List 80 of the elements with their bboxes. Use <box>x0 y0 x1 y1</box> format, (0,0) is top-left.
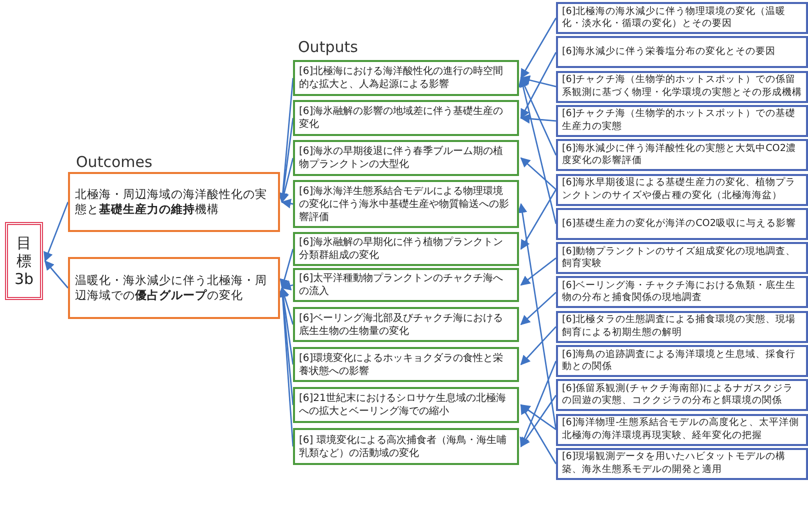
box-text: [6]ベーリング海北部及びチャクチ海における底生生物の生物量の変化 <box>299 312 504 338</box>
arrow <box>281 280 294 290</box>
box-text: [6]太平洋種動物プランクトンのチャクチ海への流入 <box>299 272 504 298</box>
box-text: [6]21世紀末におけるシロサケ生息域の北極海への拡大とベーリング海での縮小 <box>299 392 507 418</box>
arrow <box>518 77 557 224</box>
arrow <box>520 404 556 430</box>
activity-box <box>556 208 808 240</box>
arrow <box>281 198 294 208</box>
output-box <box>293 268 519 302</box>
arrow <box>279 158 294 203</box>
box-text: [6]海氷減少に伴う栄養塩分布の変化とその要因 <box>562 46 776 59</box>
activity-box <box>556 310 808 343</box>
box-text: [6]ベーリング海・チャクチ海における魚類・底生生物の分布と捕食関係の現地調査 <box>562 280 797 305</box>
column-heading: Outputs <box>298 38 358 56</box>
arrow <box>278 118 294 203</box>
box-text: [6] 環境変化による高次捕食者（海鳥・海生哺乳類など）の活動域の変化 <box>299 434 508 460</box>
arrow <box>44 202 69 262</box>
box-text: [6]北極タラの生態調査による捕食環境の実態、現場飼育による初期生態の解明 <box>562 314 797 340</box>
activity-box <box>556 242 808 274</box>
activity-box <box>556 139 808 172</box>
box-text: [6]海氷早期後退による基礎生産力の変化、植物プランクトンのサイズや優占種の変化（北極海海盆） <box>562 177 797 202</box>
activity-box <box>556 36 808 68</box>
activity-box <box>556 2 808 34</box>
box-text: 温暖化・海氷減少に伴う北極海・周辺海域での優占グループの変化 <box>75 273 268 303</box>
box-text: [6]現場観測データを用いたハビタットモデルの構築、海氷生態系モデルの開発と適用 <box>562 451 787 476</box>
activity-box <box>556 379 808 412</box>
arrow <box>520 75 556 88</box>
box-text: [6]海氷融解の早期化に伴う植物プランクトン分類群組成の変化 <box>299 236 504 262</box>
output-box <box>293 347 519 382</box>
arrow <box>520 394 557 448</box>
box-text: [6]海鳥の追跡調査による海洋環境と生息域、採食行動との関係 <box>562 348 797 374</box>
box-text: [6]動物プランクトンのサイズ組成変化の現地調査、飼育実験 <box>562 246 797 271</box>
box-text: [6]チャクチ海（生物学的ホットスポット）での係留系観測に基づく物理・化学環境の実態とその形成機構 <box>562 74 802 100</box>
activity-box <box>556 345 808 377</box>
arrow <box>518 203 557 430</box>
box-text: [6]海氷融解の影響の地域差に伴う基礎生産の変化 <box>299 105 504 131</box>
output-box <box>293 180 519 228</box>
arrow <box>520 360 557 448</box>
arrow <box>520 114 556 124</box>
column-heading: Outcomes <box>76 153 152 171</box>
arrow <box>520 258 556 286</box>
arrow <box>520 77 557 156</box>
activity-box <box>556 104 808 137</box>
box-text: [6]基礎生産力の変化が海洋のCO2吸収に与える影響 <box>562 218 796 230</box>
activity-box <box>556 448 808 480</box>
activity-box <box>556 414 808 446</box>
output-box <box>293 140 519 176</box>
goal-box <box>5 222 43 300</box>
activity-box <box>556 70 808 103</box>
box-text: [6]チャクチ海（生物学的ホットスポット）での基礎生産力の実態 <box>562 108 797 134</box>
box-text: [6]海洋物理-生態系結合モデルの高度化と、太平洋側北極海の海洋環境再現実験、経年変化の把握 <box>562 417 800 442</box>
box-text: [6]係留系観測(チャクチ海南部)によるナガスクジラの回遊の実態、コククジラの分布と餌環境の関係 <box>562 382 794 408</box>
arrow <box>520 326 557 366</box>
box-text: [6]海氷海洋生態系結合モデルによる物理環境の変化に伴う海氷中基礎生産や物質輸送への影響評価 <box>299 184 510 224</box>
activity-box <box>556 276 808 308</box>
arrow <box>520 52 557 119</box>
arrow <box>280 248 294 289</box>
arrow <box>44 260 69 288</box>
arrow <box>520 404 557 464</box>
output-box <box>293 428 519 465</box>
output-box <box>293 100 519 136</box>
box-text: [6]環境変化によるホッキョクダラの食性と栄養状態への影響 <box>299 352 504 378</box>
output-box <box>293 307 519 342</box>
outcome-box <box>68 257 280 319</box>
output-box <box>293 232 519 266</box>
box-text: 北極海・周辺海域の海洋酸性化の実態と基礎生産力の維持機構 <box>75 187 268 217</box>
outcome-box <box>68 172 280 232</box>
arrow <box>280 287 294 325</box>
box-text: [6]北極海の海氷減少に伴う物理環境の変化（温暖化・淡水化・循環の変化）とその要因 <box>562 6 787 30</box>
box-text: [6]北極海における海洋酸性化の進行の時空間的な拡大と、人為起源による影響 <box>299 65 504 91</box>
activity-box <box>556 174 808 206</box>
arrow <box>520 18 557 79</box>
output-box <box>293 387 519 423</box>
arrow <box>520 157 556 190</box>
arrow <box>520 292 556 326</box>
output-box <box>293 60 519 96</box>
box-text: [6]海氷減少に伴う海洋酸性化の実態と大気中CO2濃度変化の影響評価 <box>562 142 797 168</box>
box-text: 目標3b <box>13 234 35 288</box>
box-text: [6]海氷の早期後退に伴う春季ブルーム期の植物プランクトンの大型化 <box>299 145 504 171</box>
arrow <box>520 189 557 250</box>
